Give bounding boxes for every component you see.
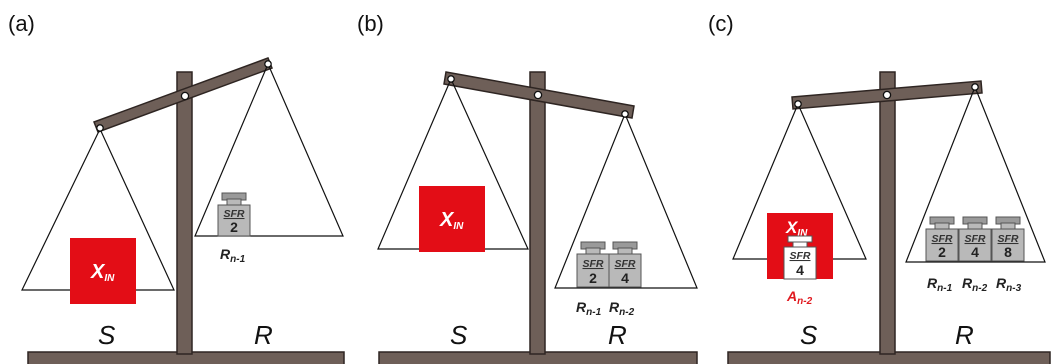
panel-a-label: (a)	[8, 11, 35, 36]
weight-sfr-label: SFR	[998, 233, 1019, 245]
panel-a-x-in-block	[70, 238, 136, 304]
panel-c-weight-8: SFR 8	[991, 216, 1025, 262]
panel-a-left-pivot	[96, 124, 104, 132]
panel-a-right-pan	[194, 62, 344, 237]
panel-b-right-pivot	[621, 110, 629, 118]
panel-b-x-in-label: XIN	[439, 209, 464, 232]
panel-c-right-pan	[905, 85, 1046, 263]
panel-a-left-label: S	[98, 320, 116, 350]
panel-c: (c) XIN SFR 4 An-2 SFR 2	[708, 11, 1051, 364]
panel-b-weight-caption-2: Rn-2	[609, 299, 635, 318]
panel-c-weight-caption-2: Rn-2	[962, 275, 988, 294]
weight-value: 2	[589, 270, 597, 286]
panel-a-weight-2: SFR 2	[217, 192, 251, 237]
panel-c-right-label: R	[955, 320, 974, 350]
panel-b-left-pivot	[447, 75, 455, 83]
panel-a-right-label: R	[254, 320, 273, 350]
panel-b: (b) XIN SFR 2 SFR 4 Rn-1 Rn-2 S R	[357, 11, 698, 364]
panel-c-right-pivot	[971, 83, 979, 91]
weight-value: 2	[938, 244, 946, 260]
weight-sfr-label: SFR	[932, 233, 953, 245]
panel-b-x-in-block	[419, 186, 485, 252]
weight-sfr-label: SFR	[583, 258, 604, 270]
panel-b-pillar	[529, 71, 546, 355]
panel-c-left-label: S	[800, 320, 818, 350]
weight-value: 8	[1004, 244, 1012, 260]
panel-b-right-pan	[554, 112, 698, 289]
weight-value: 2	[230, 219, 238, 235]
panel-c-x-in-label: XIN	[785, 218, 808, 239]
panel-b-center-pivot	[533, 90, 543, 100]
panel-c-weight-caption-1: Rn-1	[927, 275, 953, 294]
panel-c-weight-caption-3: Rn-3	[996, 275, 1022, 294]
panel-c-label: (c)	[708, 11, 734, 36]
weight-sfr-label: SFR	[615, 258, 636, 270]
weight-value: 4	[621, 270, 629, 286]
panel-a-x-in-label: XIN	[90, 261, 115, 284]
weight-sfr-label: SFR	[224, 208, 245, 220]
panel-a-weight-caption: Rn-1	[220, 246, 246, 265]
panel-c-weight-4: SFR 4	[958, 216, 992, 262]
panel-b-weight-2: SFR 2	[576, 241, 610, 288]
panel-c-pillar	[879, 71, 896, 355]
weight-value: 4	[971, 244, 979, 260]
panel-c-left-weight-4: SFR 4	[783, 235, 817, 280]
panel-b-left-label: S	[450, 320, 468, 350]
panel-c-a-caption: An-2	[786, 288, 813, 307]
panel-a-right-pivot	[264, 60, 272, 68]
weight-sfr-label: SFR	[965, 233, 986, 245]
panel-b-weight-caption-1: Rn-1	[576, 299, 602, 318]
panel-a-pillar	[176, 71, 193, 355]
panel-c-weight-2: SFR 2	[925, 216, 959, 262]
panel-c-center-pivot	[882, 90, 892, 100]
panel-b-weight-4: SFR 4	[608, 241, 642, 288]
panel-b-right-label: R	[608, 320, 627, 350]
weight-sfr-label: SFR	[790, 250, 811, 262]
panel-b-label: (b)	[357, 11, 384, 36]
panel-a-center-pivot	[180, 91, 190, 101]
weight-value: 4	[796, 262, 804, 278]
panel-c-left-pivot	[794, 100, 802, 108]
panel-a: (a) XIN SFR 2 Rn-1 S R	[8, 11, 345, 364]
